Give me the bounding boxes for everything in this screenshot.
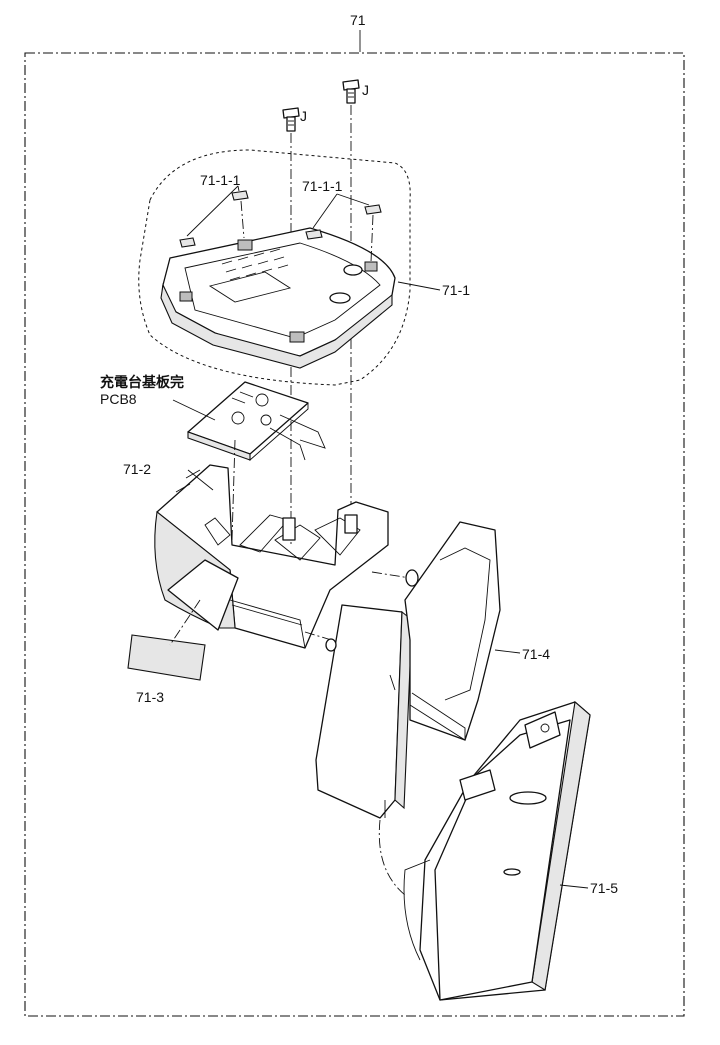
callout-stand: 71-5 — [590, 880, 619, 896]
joint-line-1 — [304, 631, 339, 643]
callout-pcb-japanese: 充電台基板完 — [100, 374, 184, 390]
cushion-pads — [179, 185, 382, 263]
callout-pad-right: 71-1-1 — [302, 178, 343, 194]
main-case — [154, 464, 389, 649]
bottom-cover-group — [138, 149, 411, 386]
callout-pad-left: 71-1-1 — [200, 172, 241, 188]
callout-pcb-code: PCB8 — [100, 391, 137, 407]
callout-bottom-cover: 71-1 — [442, 282, 471, 298]
callout-side-panel: 71-4 — [522, 646, 551, 662]
assembly-boundary — [24, 52, 685, 1017]
stand-leader — [559, 884, 589, 889]
stand — [378, 700, 591, 1001]
bottom-cover-leader — [397, 281, 441, 291]
callout-label-sheet: 71-3 — [136, 689, 165, 705]
screw-right — [342, 79, 360, 104]
screw-label-right: J — [362, 82, 369, 98]
bottom-cover — [160, 227, 396, 369]
joint-line-2 — [371, 571, 411, 579]
pcb-axis — [231, 439, 236, 541]
callout-case: 71-2 — [123, 461, 152, 477]
screw-label-left: J — [300, 108, 307, 124]
assembly-number: 71 — [350, 12, 366, 28]
pcb-board — [172, 381, 326, 461]
label-sheet — [127, 599, 206, 681]
side-panel — [315, 521, 501, 819]
screw-left — [282, 107, 300, 132]
side-panel-leader — [494, 649, 521, 654]
